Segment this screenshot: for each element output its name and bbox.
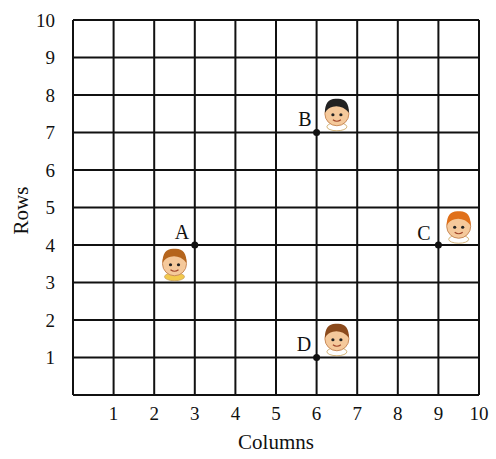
face-mouth — [171, 270, 179, 272]
row-number: 9 — [46, 48, 56, 67]
column-number: 4 — [231, 404, 241, 423]
grid-line — [73, 169, 479, 171]
grid-line — [73, 132, 479, 134]
column-number: 3 — [190, 404, 200, 423]
child-face — [445, 211, 473, 243]
grid-line — [73, 57, 479, 59]
row-number: 7 — [46, 123, 56, 142]
face-hair — [447, 211, 471, 225]
column-number: 7 — [352, 404, 362, 423]
grid-line — [73, 207, 479, 209]
grid-line — [356, 20, 358, 395]
row-number: 5 — [46, 198, 56, 217]
face-ground — [323, 99, 351, 129]
point-dot — [191, 242, 198, 249]
column-number: 5 — [271, 404, 281, 423]
point-label: A — [175, 222, 189, 242]
column-number: 2 — [149, 404, 159, 423]
face-eye — [169, 263, 172, 266]
grid-line — [316, 20, 318, 395]
row-number: 6 — [46, 161, 56, 180]
face-eye — [177, 263, 180, 266]
face-eye — [453, 226, 456, 229]
child-face — [161, 249, 189, 281]
child-face — [323, 99, 351, 131]
face-eye — [331, 113, 334, 116]
face-eye — [461, 226, 464, 229]
face-eye — [339, 113, 342, 116]
row-number: 1 — [46, 348, 56, 367]
row-number: 4 — [46, 236, 56, 255]
row-number: 10 — [36, 11, 55, 30]
axis-title: Columns — [238, 432, 314, 453]
column-number: 9 — [434, 404, 444, 423]
face-mouth — [333, 120, 341, 122]
face-hair — [325, 324, 349, 338]
point-label: B — [298, 109, 311, 129]
grid-line — [73, 19, 479, 21]
face-mouth — [455, 232, 463, 234]
column-number: 10 — [470, 404, 489, 423]
row-number: 2 — [46, 311, 56, 330]
column-number: 6 — [312, 404, 322, 423]
point-dot — [313, 354, 320, 361]
face-ground — [323, 324, 351, 354]
point-label: D — [297, 334, 311, 354]
face-hair — [163, 249, 187, 263]
grid-line — [397, 20, 399, 395]
child-face — [323, 324, 351, 356]
grid-line — [73, 94, 479, 96]
face-mouth — [333, 345, 341, 347]
face-ground — [161, 249, 189, 279]
point-dot — [313, 129, 320, 136]
column-number: 8 — [393, 404, 403, 423]
row-number: 3 — [46, 273, 56, 292]
face-ground — [445, 211, 473, 241]
point-label: C — [417, 223, 430, 243]
axis-title: Rows — [12, 186, 33, 234]
face-eye — [331, 338, 334, 341]
column-number: 1 — [109, 404, 119, 423]
grid-line — [478, 20, 480, 395]
face-hair — [325, 99, 349, 113]
row-number: 8 — [46, 86, 56, 105]
face-eye — [339, 338, 342, 341]
grid-line — [437, 20, 439, 395]
point-dot — [435, 242, 442, 249]
